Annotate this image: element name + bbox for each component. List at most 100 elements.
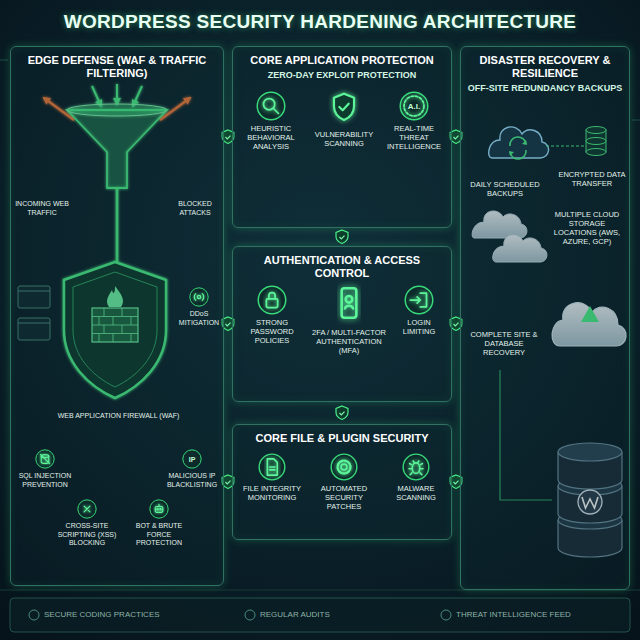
item-label: INCOMING WEB TRAFFIC: [13, 197, 71, 217]
icon-glyph: [342, 288, 357, 317]
item-label: AUTOMATED SECURITY PATCHES: [311, 481, 377, 511]
icon: [327, 281, 371, 325]
item-label: ENCRYPTED DATA TRANSFER: [557, 167, 627, 188]
item-label: HEURISTIC BEHAVIORAL ANALYSIS: [239, 121, 303, 151]
panel-box: EDGE DEFENSE (WAF & TRAFFIC FILTERING) IN…: [10, 46, 224, 586]
footer-label: THREAT INTELLIGENCE FEED: [456, 610, 571, 620]
icon-ring: [257, 92, 285, 120]
gear-icon: [330, 453, 358, 481]
item-node: 2FA / MULTI-FACTOR AUTHENTICATION (MFA): [309, 281, 389, 355]
icon-ring: [78, 500, 96, 518]
item-node: DAILY SCHEDULED BACKUPS: [465, 177, 545, 198]
panel-box: CORE FILE & PLUGIN SECURITY FILE INTEGRIT…: [232, 424, 452, 540]
bot-icon: [149, 499, 169, 519]
icon-ring: [150, 500, 168, 518]
item-node: IPMALICIOUS IP BLACKLISTING: [163, 449, 221, 489]
icon-ring: [36, 450, 54, 468]
item-node: STRONG PASSWORD POLICIES: [239, 285, 305, 345]
panel-subheading: OFF-SITE REDUNDANCY BACKUPS: [461, 80, 629, 94]
item-label: COMPLETE SITE & DATABASE RECOVERY: [465, 327, 543, 357]
phone-icon: [327, 281, 371, 325]
icon: [404, 285, 434, 315]
icon-glyph: [266, 293, 277, 308]
item-node: MALWARE SCANNING: [383, 453, 449, 502]
item-label: MULTIPLE CLOUD STORAGE LOCATIONS (AWS, A…: [547, 207, 627, 246]
icon-glyph: [409, 461, 423, 475]
item-label: CROSS-SITE SCRIPTING (XSS) BLOCKING: [51, 519, 123, 548]
panel-box: CORE APPLICATION PROTECTIONZERO-DAY EXPL…: [232, 46, 452, 228]
item-label: BLOCKED ATTACKS: [169, 197, 221, 217]
icon: [324, 87, 364, 127]
xss-icon: [77, 499, 97, 519]
icon-glyph: [267, 459, 277, 475]
footer-bar: [10, 598, 630, 632]
icon: [402, 453, 430, 481]
shield-icon: [324, 87, 364, 127]
icon-text: A.I.: [399, 91, 429, 121]
item-node: A.I.REAL-TIME THREAT INTELLIGENCE: [381, 91, 447, 151]
icon-glyph: [194, 294, 203, 301]
icon-ring: [258, 286, 286, 314]
icon-glyph: [334, 94, 354, 120]
icon-glyph: [155, 504, 163, 512]
ddos-icon: [189, 287, 209, 307]
item-node: FILE INTEGRITY MONITORING: [239, 453, 305, 502]
item-node: HEURISTIC BEHAVIORAL ANALYSIS: [239, 91, 303, 151]
icon: [35, 449, 55, 469]
icon-ring: [403, 454, 429, 480]
item-node: CROSS-SITE SCRIPTING (XSS) BLOCKING: [51, 499, 123, 548]
file-icon: [258, 453, 286, 481]
icon-ring: [190, 288, 208, 306]
sql-icon: [35, 449, 55, 469]
icon: [258, 453, 286, 481]
icon: A.I.: [399, 91, 429, 121]
item-label: MALICIOUS IP BLACKLISTING: [163, 469, 221, 489]
magnify-icon: [256, 91, 286, 121]
panel-heading: CORE FILE & PLUGIN SECURITY: [233, 425, 451, 445]
item-node: MULTIPLE CLOUD STORAGE LOCATIONS (AWS, A…: [547, 207, 627, 246]
item-node: DDoS MITIGATION: [175, 287, 223, 327]
panel-subheading: ZERO-DAY EXPLOIT PROTECTION: [233, 67, 451, 81]
footer-label: SECURE CODING PRACTICES: [44, 610, 160, 620]
item-node: LOGIN LIMITING: [391, 285, 447, 336]
item-label: MALWARE SCANNING: [383, 481, 449, 502]
icon: [149, 499, 169, 519]
icon-glyph: [40, 454, 49, 463]
item-node: COMPLETE SITE & DATABASE RECOVERY: [465, 327, 543, 357]
icon-text: IP: [182, 449, 202, 469]
diagram-title: WORDPRESS SECURITY HARDENING ARCHITECTUR…: [0, 11, 640, 33]
panel-heading: CORE APPLICATION PROTECTION: [233, 47, 451, 67]
item-label: SQL INJECTION PREVENTION: [13, 469, 77, 489]
item-label: 2FA / MULTI-FACTOR AUTHENTICATION (MFA): [309, 325, 389, 355]
icon: [256, 91, 286, 121]
icon-ring: [331, 454, 357, 480]
item-label: FILE INTEGRITY MONITORING: [239, 481, 305, 502]
item-label: LOGIN LIMITING: [391, 315, 447, 336]
icon: [257, 285, 287, 315]
icon-ring: [259, 454, 285, 480]
item-node: ENCRYPTED DATA TRANSFER: [557, 167, 627, 188]
icon-glyph: [410, 293, 426, 307]
item-label: BOT & BRUTE FORCE PROTECTION: [125, 519, 193, 548]
panel-box: AUTHENTICATION & ACCESS CONTROL STRONG PA…: [232, 246, 452, 402]
footer-label: REGULAR AUDITS: [260, 610, 330, 620]
shield-badge: [336, 406, 348, 420]
icon-glyph: [84, 506, 90, 512]
icon: [77, 499, 97, 519]
icon: [330, 453, 358, 481]
item-label: STRONG PASSWORD POLICIES: [239, 315, 305, 345]
bug-icon: [402, 453, 430, 481]
item-label: VULNERABILITY SCANNING: [311, 127, 377, 148]
icon: [189, 287, 209, 307]
icon-glyph: [264, 99, 279, 114]
login-icon: [404, 285, 434, 315]
item-node: SQL INJECTION PREVENTION: [13, 449, 77, 489]
shield-badge: [336, 230, 348, 244]
item-node: BOT & BRUTE FORCE PROTECTION: [125, 499, 193, 548]
item-node: INCOMING WEB TRAFFIC: [13, 197, 71, 217]
panel-heading: EDGE DEFENSE (WAF & TRAFFIC FILTERING): [11, 47, 223, 80]
icon-glyph: [338, 461, 351, 474]
panel-heading: AUTHENTICATION & ACCESS CONTROL: [233, 247, 451, 280]
item-node: BLOCKED ATTACKS: [169, 197, 221, 217]
